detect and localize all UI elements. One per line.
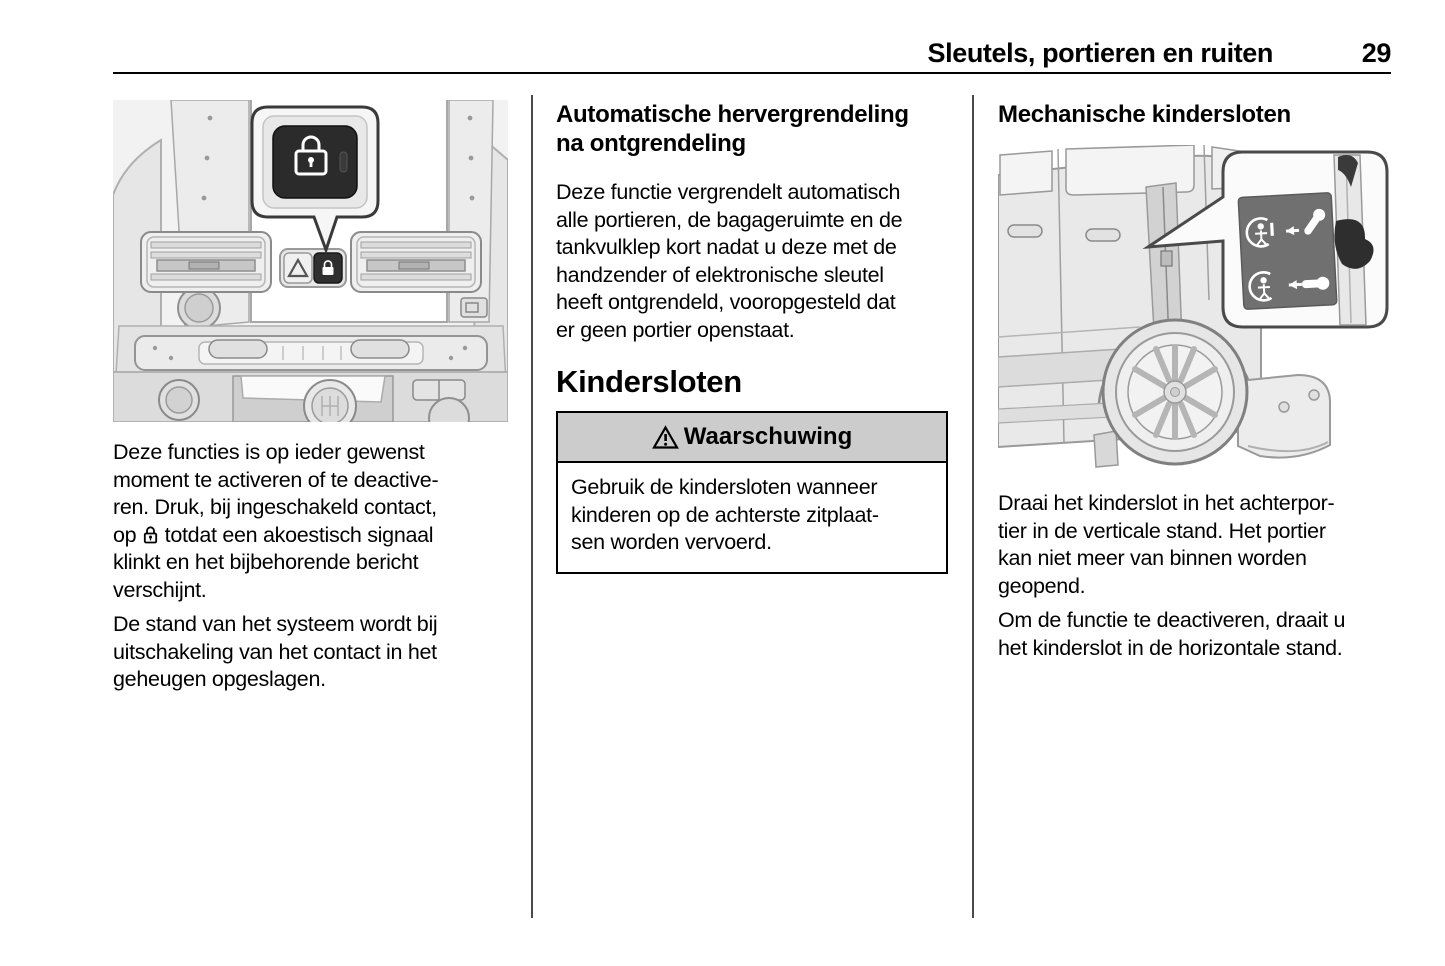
warning-body: Gebruik de kindersloten wanneer kinderen…: [571, 475, 879, 554]
paragraph-text: Deze functies is op ieder gewenst moment…: [113, 440, 439, 547]
callout-bubble: [1142, 150, 1389, 329]
child-lock-icon-locked: [1245, 208, 1326, 248]
header-rule: [113, 72, 1391, 74]
paragraph-memory: De stand van het systeem wordt bij uitsc…: [113, 612, 438, 691]
gear-knob: [303, 379, 357, 422]
warning-header: Waarschuwing: [558, 413, 946, 463]
column-separator-2: [972, 95, 974, 918]
small-display-button: [460, 297, 488, 318]
warning-box: Waarschuwing Gebruik de kindersloten wan…: [556, 411, 948, 574]
door-check-strap: [1338, 155, 1358, 187]
paragraph-activate-function: Deze functies is op ieder gewenst moment…: [113, 439, 508, 604]
left-air-vent: [140, 231, 272, 293]
volume-knob: [177, 286, 221, 330]
child-lock-illustration: [998, 145, 1391, 475]
child-lock-icon-unlocked: [1248, 271, 1330, 302]
page-header: Sleutels, portieren en ruiten 29: [113, 38, 1392, 69]
padlock-icon: [294, 135, 328, 176]
right-column: Mechanische kindersloten: [998, 100, 1391, 662]
heading-auto-relock: Automatische hervergrendeling na ontgren…: [556, 101, 909, 157]
callout-balloon: [250, 105, 380, 255]
paragraph-child-lock-engage: Draai het kinderslot in het achterpor- t…: [998, 491, 1335, 598]
paragraph-auto-relock: Deze functie vergrendelt automatisch all…: [556, 180, 903, 342]
heading-kindersloten: Kindersloten: [556, 364, 742, 399]
center-console-illustration: [113, 100, 508, 422]
climate-strip: [134, 335, 488, 371]
hazard-triangle-icon: [287, 257, 309, 278]
right-air-vent: [350, 231, 482, 293]
page-number: 29: [1361, 38, 1392, 68]
warning-triangle-icon: [651, 424, 679, 449]
chapter-title: Sleutels, portieren en ruiten: [927, 38, 1274, 68]
left-column: Deze functies is op ieder gewenst moment…: [113, 100, 508, 694]
paragraph-child-lock-disengage: Om de functie te deactiveren, draait u h…: [998, 608, 1346, 660]
middle-column: Automatische hervergrendeling na ontgren…: [556, 100, 948, 574]
hazard-button: [283, 252, 313, 284]
child-lock-panel: [1237, 192, 1338, 310]
rear-wheel: [1101, 318, 1249, 466]
central-lock-button: [313, 252, 343, 284]
sliding-door-handle: [1085, 228, 1121, 242]
warning-title: Waarschuwing: [683, 423, 853, 450]
door-latch: [1334, 219, 1374, 269]
heading-mechanische-kindersloten: Mechanische kindersloten: [998, 101, 1291, 128]
central-locking-lock-icon: [143, 525, 158, 543]
figure-child-lock-door: [998, 145, 1391, 475]
bezel-icons-right: [467, 115, 475, 201]
column-separator-1: [531, 95, 533, 918]
figure-center-console: [113, 100, 508, 422]
paragraph-text: totdat een akoestisch signaal klinkt en …: [113, 522, 434, 602]
door-striker: [1160, 250, 1173, 267]
front-door-handle: [1007, 224, 1043, 238]
